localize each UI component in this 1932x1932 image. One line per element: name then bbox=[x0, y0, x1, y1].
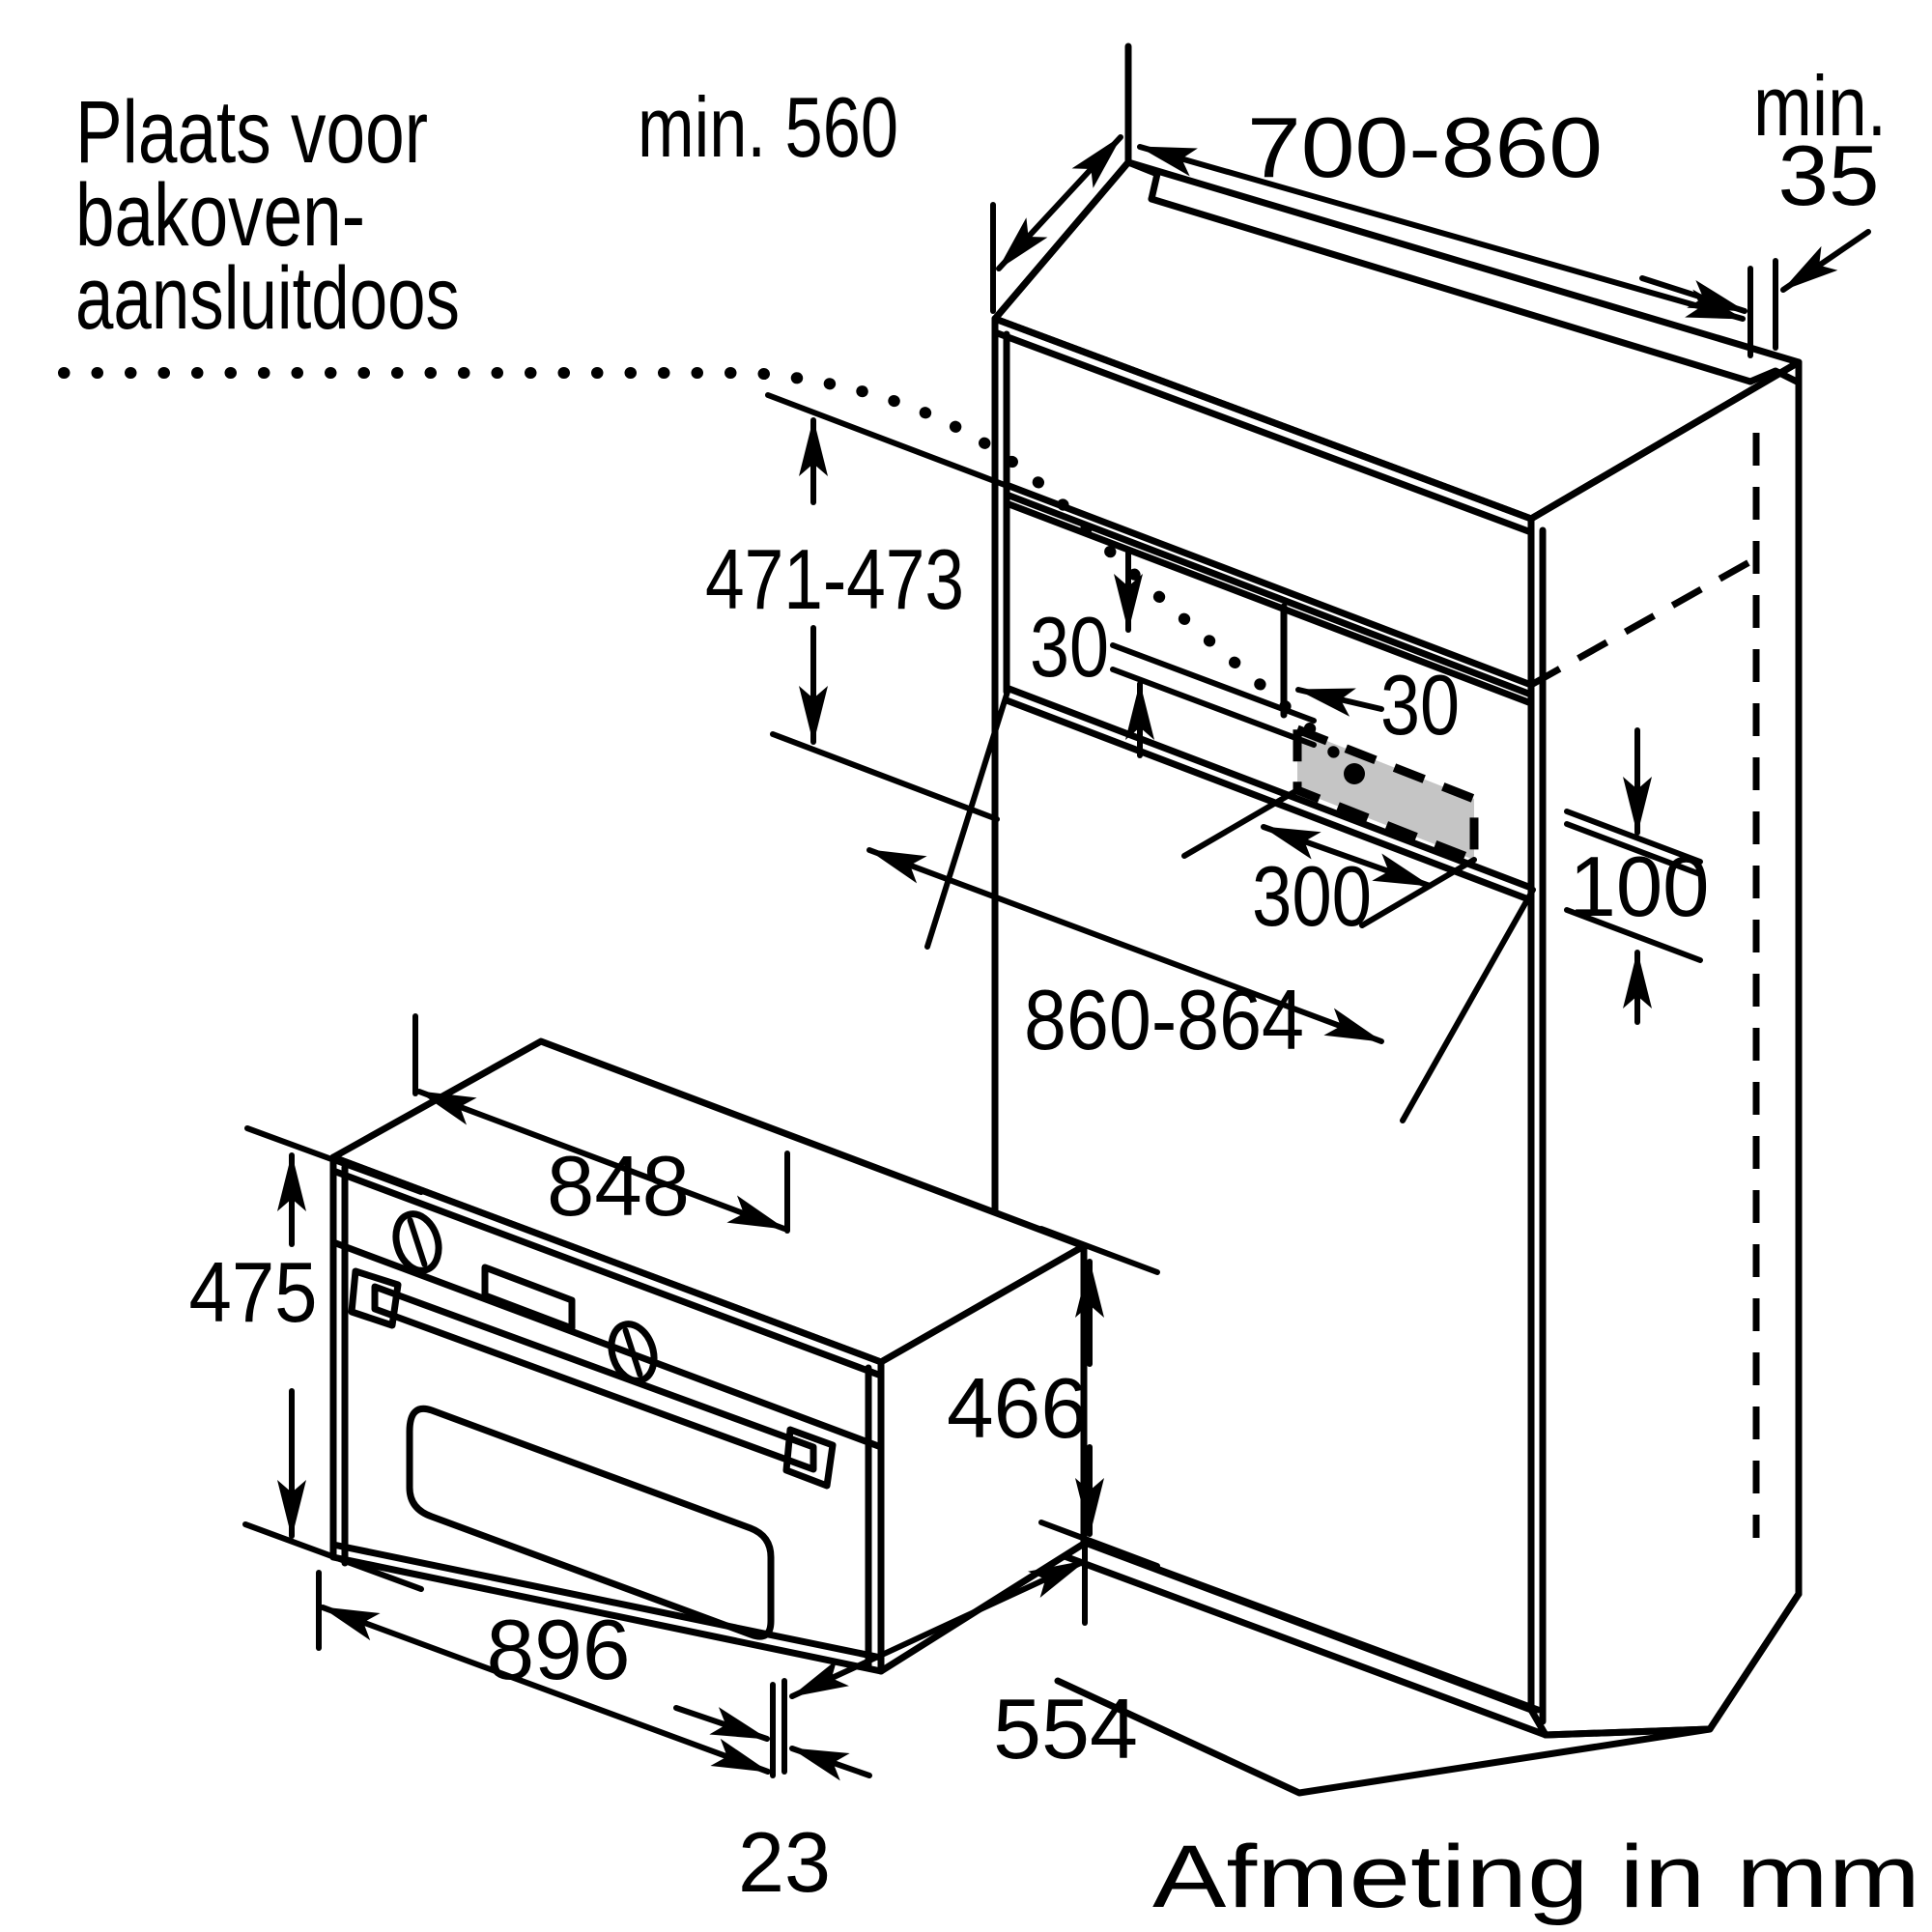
niche-opening bbox=[1003, 481, 1535, 904]
dim-line bbox=[320, 1605, 771, 1775]
cabinet bbox=[991, 43, 1803, 1797]
label-box-side-offset: 30 bbox=[1380, 657, 1460, 753]
dim-niche-width bbox=[867, 689, 1536, 1123]
label-niche-width: 860-864 bbox=[1024, 972, 1304, 1067]
label-box-height: 100 bbox=[1570, 838, 1710, 934]
oven-knob-right bbox=[608, 1321, 658, 1384]
dim-oven-body-height bbox=[1038, 1226, 1160, 1569]
label-wall-gap-prefix: min. bbox=[1753, 58, 1887, 154]
front-top-edge bbox=[991, 315, 1535, 523]
label-niche-depth: min. 560 bbox=[638, 79, 898, 175]
dim-oven-front-height bbox=[242, 1125, 424, 1592]
tick-top-1 bbox=[1564, 809, 1703, 865]
label-shelf-thickness: 30 bbox=[1030, 599, 1109, 695]
dim-top-width bbox=[1137, 144, 1746, 322]
tick-bottom bbox=[242, 1521, 424, 1592]
shelf-front-edge-3 bbox=[1003, 499, 1535, 707]
note-line-3: aansluitdoos bbox=[75, 249, 460, 348]
label-oven-front-height: 475 bbox=[189, 1244, 318, 1340]
label-box-width: 300 bbox=[1252, 848, 1372, 944]
arrow-right bbox=[673, 1705, 770, 1742]
top-right-edge bbox=[1527, 358, 1803, 523]
dim-box-side-offset bbox=[1295, 687, 1384, 717]
hidden-niche-top-edge bbox=[1529, 554, 1758, 689]
plinth-side-line bbox=[1542, 1725, 1714, 1739]
label-door-clearance: 23 bbox=[738, 1814, 831, 1910]
dim-line bbox=[867, 847, 1384, 1044]
labels: Plaats voor bakoven- aansluitdoos min. 5… bbox=[75, 58, 1920, 1926]
arrow-left bbox=[789, 1746, 872, 1781]
ext-left bbox=[1181, 787, 1300, 859]
dim-box-height bbox=[1564, 727, 1703, 1025]
connection-point-dot bbox=[1344, 763, 1365, 784]
niche-floor-edge bbox=[1003, 684, 1535, 892]
tick-top bbox=[244, 1125, 424, 1195]
front-top-edge-inner bbox=[991, 328, 1535, 536]
plinth-bottom bbox=[1054, 1590, 1803, 1797]
label-top-width: 700-860 bbox=[1247, 99, 1603, 195]
label-oven-total-width: 896 bbox=[487, 1602, 631, 1697]
tick-top-2 bbox=[1564, 821, 1703, 877]
dim-niche-depth bbox=[990, 134, 1123, 314]
shelf-front-edge-1 bbox=[1003, 481, 1535, 689]
label-niche-height: 471-473 bbox=[705, 531, 964, 627]
oven-bottom-inner bbox=[329, 1541, 885, 1662]
label-oven-body-height: 466 bbox=[947, 1360, 1088, 1456]
ext-right bbox=[1400, 887, 1536, 1123]
handle-bracket-left bbox=[348, 1267, 402, 1329]
dim-oven-depth bbox=[789, 1543, 1088, 1699]
note-line-2: bakoven- bbox=[75, 166, 365, 265]
oven-display bbox=[481, 1264, 576, 1332]
shelf-line-1 bbox=[1110, 642, 1317, 724]
dim-wall-gap bbox=[1639, 229, 1871, 358]
footer-units: Afmeting in mm bbox=[1152, 1828, 1920, 1926]
arrow-right bbox=[1780, 229, 1871, 293]
oven-panel-line bbox=[329, 1238, 885, 1451]
label-wall-gap-value: 35 bbox=[1778, 128, 1880, 223]
dim-oven-inner-width bbox=[412, 1013, 790, 1234]
dim-oven-total-width bbox=[316, 1570, 771, 1775]
dim-niche-height bbox=[765, 392, 1008, 822]
ext-top bbox=[765, 392, 1008, 488]
note-line-1: Plaats voor bbox=[75, 83, 428, 182]
tick-bottom bbox=[1038, 1520, 1160, 1569]
niche-floor-edge-inner bbox=[1003, 696, 1535, 904]
dim-door-clearance bbox=[673, 1678, 872, 1781]
right-corner-notch bbox=[1747, 367, 1803, 386]
dim-shelf-thickness bbox=[1110, 550, 1317, 758]
dim-line bbox=[1137, 144, 1746, 322]
tick-top bbox=[1038, 1226, 1160, 1275]
label-oven-depth: 554 bbox=[993, 1681, 1138, 1776]
label-oven-inner-width: 848 bbox=[547, 1138, 690, 1234]
dim-line bbox=[789, 1558, 1088, 1699]
dim-line bbox=[996, 134, 1123, 271]
oven-handle bbox=[348, 1267, 837, 1490]
handle-bar bbox=[371, 1283, 817, 1473]
bottom-front-edge-2 bbox=[1001, 1530, 1549, 1739]
tick-bottom bbox=[1564, 907, 1703, 963]
dim-line bbox=[416, 1089, 787, 1232]
shelf-front-edge-2 bbox=[1003, 491, 1535, 698]
oven bbox=[329, 1037, 1088, 1675]
ext-bottom bbox=[770, 731, 1000, 822]
arrow-left bbox=[1295, 687, 1384, 717]
oven-knob-left bbox=[392, 1210, 442, 1274]
arrow-left bbox=[1639, 275, 1747, 314]
